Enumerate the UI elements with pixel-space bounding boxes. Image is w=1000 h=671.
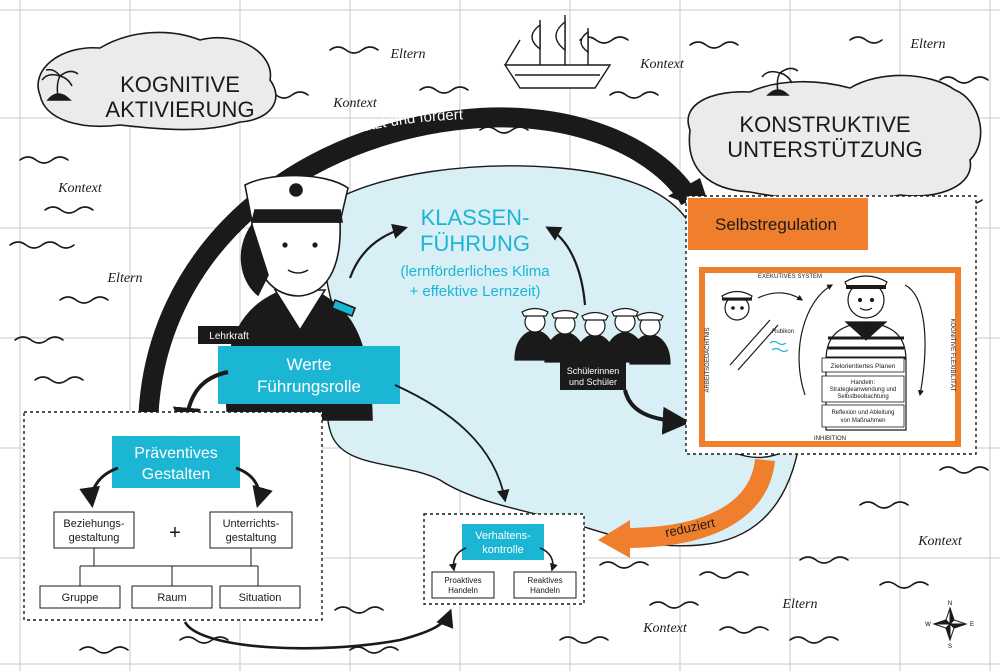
arrow-verhalten-right bbox=[539, 547, 558, 572]
arbeitsgedaechtnis-label: ARBEITSGEDÄCHTNIS bbox=[704, 327, 711, 392]
arrow-praeventiv-right bbox=[235, 466, 273, 509]
context-label-kontext: Kontext bbox=[639, 57, 685, 72]
inhibition-label: INHIBITION bbox=[814, 436, 846, 442]
raum-text: Raum bbox=[157, 592, 186, 604]
situation-text: Situation bbox=[239, 592, 282, 604]
arrow-students-to-klassenfuehrung bbox=[545, 226, 587, 306]
lehrkraft-tag-text: Lehrkraft bbox=[209, 331, 249, 342]
lehrkraft-tag bbox=[198, 326, 260, 344]
handeln-text-1: Handeln: bbox=[851, 380, 875, 386]
arrow-cycle-left bbox=[798, 284, 834, 396]
compass-n-label: N bbox=[948, 601, 952, 607]
werte-fuehrungsrolle-box bbox=[218, 346, 400, 404]
exekutives-system-label: EXEKUTIVES SYSTEM bbox=[758, 274, 822, 280]
reaktives-handeln-text-1: Reaktives bbox=[527, 576, 562, 585]
verhaltenskontrolle-title-box bbox=[462, 524, 544, 560]
raum-box bbox=[131, 585, 213, 609]
students-illustration bbox=[514, 307, 671, 365]
unterrichtsgestaltung-box bbox=[209, 511, 293, 549]
praeventiv-title-box bbox=[112, 436, 240, 488]
island-title-kognitiv-2: AKTIVIERUNG bbox=[105, 97, 254, 122]
handeln-box bbox=[821, 375, 905, 403]
reflexion-text-2: von Maßnahmen bbox=[840, 418, 885, 424]
reflexion-text-1: Reflexion und Ableitung bbox=[831, 410, 894, 416]
context-label-kontext: Kontext bbox=[332, 96, 378, 111]
klassenfuehrung-title-1: KLASSEN- bbox=[421, 205, 530, 230]
selbstregulation-title-box bbox=[688, 198, 868, 250]
arrow-cycle-right bbox=[904, 284, 926, 397]
context-label-kontext: Kontext bbox=[917, 534, 963, 549]
small-student-illustration bbox=[721, 290, 753, 321]
island-title-kognitiv-1: KOGNITIVE bbox=[120, 72, 240, 97]
arrow-head-reduziert bbox=[598, 520, 630, 558]
ship-icon bbox=[503, 15, 612, 89]
context-label-kontext: Kontext bbox=[57, 181, 103, 196]
werte-fuehrungsrolle-text-2: Führungsrolle bbox=[257, 377, 361, 396]
rubikon-label: Rubikon bbox=[772, 329, 794, 335]
beziehungsgestaltung-box bbox=[53, 511, 135, 549]
students-tag-text-2: und Schüler bbox=[569, 377, 617, 387]
palm-tree-icon bbox=[761, 67, 799, 96]
beziehungsgestaltung-text-1: Beziehungs- bbox=[63, 518, 124, 530]
klassenfuehrung-sub-2: + effektive Lernzeit) bbox=[409, 283, 540, 300]
arrow-praeventiv-to-verhalten bbox=[183, 608, 454, 650]
unterrichtsgestaltung-text-1: Unterrichts- bbox=[223, 518, 280, 530]
compass-e-label: E bbox=[970, 622, 974, 628]
arrow-students-to-selbstregulation bbox=[623, 389, 691, 435]
island-title-konstruktiv-1: KONSTRUKTIVE bbox=[739, 112, 910, 137]
verhaltenskontrolle-title-2: kontrolle bbox=[482, 544, 524, 556]
gruppe-text: Gruppe bbox=[62, 592, 99, 604]
plus-sign: + bbox=[169, 522, 181, 544]
ziel-box bbox=[821, 357, 905, 373]
arrow-werte-to-verhalten bbox=[394, 384, 510, 503]
compass-s-label: S bbox=[948, 644, 952, 650]
rubikon-water bbox=[769, 340, 789, 353]
arrow-small-student bbox=[757, 292, 803, 301]
klassenfuehrung-sub-1: (lernförderliches Klima bbox=[400, 263, 550, 280]
beziehungsgestaltung-text-2: gestaltung bbox=[69, 532, 120, 544]
context-label-kontext: Kontext bbox=[642, 621, 688, 636]
arrow-unterstuetzt-und-foerdert bbox=[138, 107, 699, 429]
situation-box bbox=[219, 585, 301, 609]
island-konstruktive-unterstuetzung bbox=[687, 74, 982, 202]
proaktives-handeln-text-1: Proaktives bbox=[444, 576, 481, 585]
compass-w-label: W bbox=[925, 622, 931, 628]
arrow-teacher-to-klassenfuehrung bbox=[348, 223, 408, 279]
context-label-eltern: Eltern bbox=[782, 597, 818, 612]
handeln-text-3: Selbstbeobachtung bbox=[837, 394, 888, 400]
students-tag bbox=[560, 362, 626, 390]
praeventiv-title-2: Gestalten bbox=[142, 466, 210, 483]
palm-tree-icon bbox=[41, 68, 79, 101]
ziel-text: Zielorientiertes Planen bbox=[831, 363, 896, 370]
reaktives-handeln-text-2: Handeln bbox=[530, 586, 560, 595]
context-label-eltern: Eltern bbox=[390, 47, 426, 62]
handeln-text-2: Strategieanwendung und bbox=[830, 387, 897, 393]
arrow-verhalten-left bbox=[448, 547, 467, 572]
selbstregulation-title: Selbstregulation bbox=[715, 215, 837, 234]
gruppe-box bbox=[39, 585, 121, 609]
compass-rose-icon bbox=[932, 606, 968, 642]
island-title-konstruktiv-2: UNTERSTÜTZUNG bbox=[727, 137, 923, 162]
praeventiv-connectors bbox=[79, 548, 259, 586]
arrow-praeventiv-left bbox=[79, 466, 119, 509]
proaktives-handeln-box bbox=[431, 571, 495, 599]
context-label-eltern: Eltern bbox=[910, 37, 946, 52]
rubikon-lines bbox=[729, 319, 779, 371]
praeventiv-title-1: Präventives bbox=[134, 445, 218, 462]
verhaltenskontrolle-title-1: Verhaltens- bbox=[475, 530, 531, 542]
proaktives-handeln-text-2: Handeln bbox=[448, 586, 478, 595]
students-tag-text-1: Schülerinnen bbox=[567, 366, 620, 376]
arrow-reduziert bbox=[624, 458, 775, 548]
reaktives-handeln-box bbox=[513, 571, 577, 599]
klassenfuehrung-title-2: FÜHRUNG bbox=[420, 231, 530, 256]
reflexion-box bbox=[821, 404, 905, 428]
werte-fuehrungsrolle-text-1: Werte bbox=[286, 355, 331, 374]
island-kognitive-aktivierung bbox=[37, 31, 277, 131]
unterrichtsgestaltung-text-2: gestaltung bbox=[226, 532, 277, 544]
kognitive-flexibilitaet-label: KOGNITIVE FLEXIBILITÄT bbox=[949, 318, 956, 391]
context-label-eltern: Eltern bbox=[107, 271, 143, 286]
